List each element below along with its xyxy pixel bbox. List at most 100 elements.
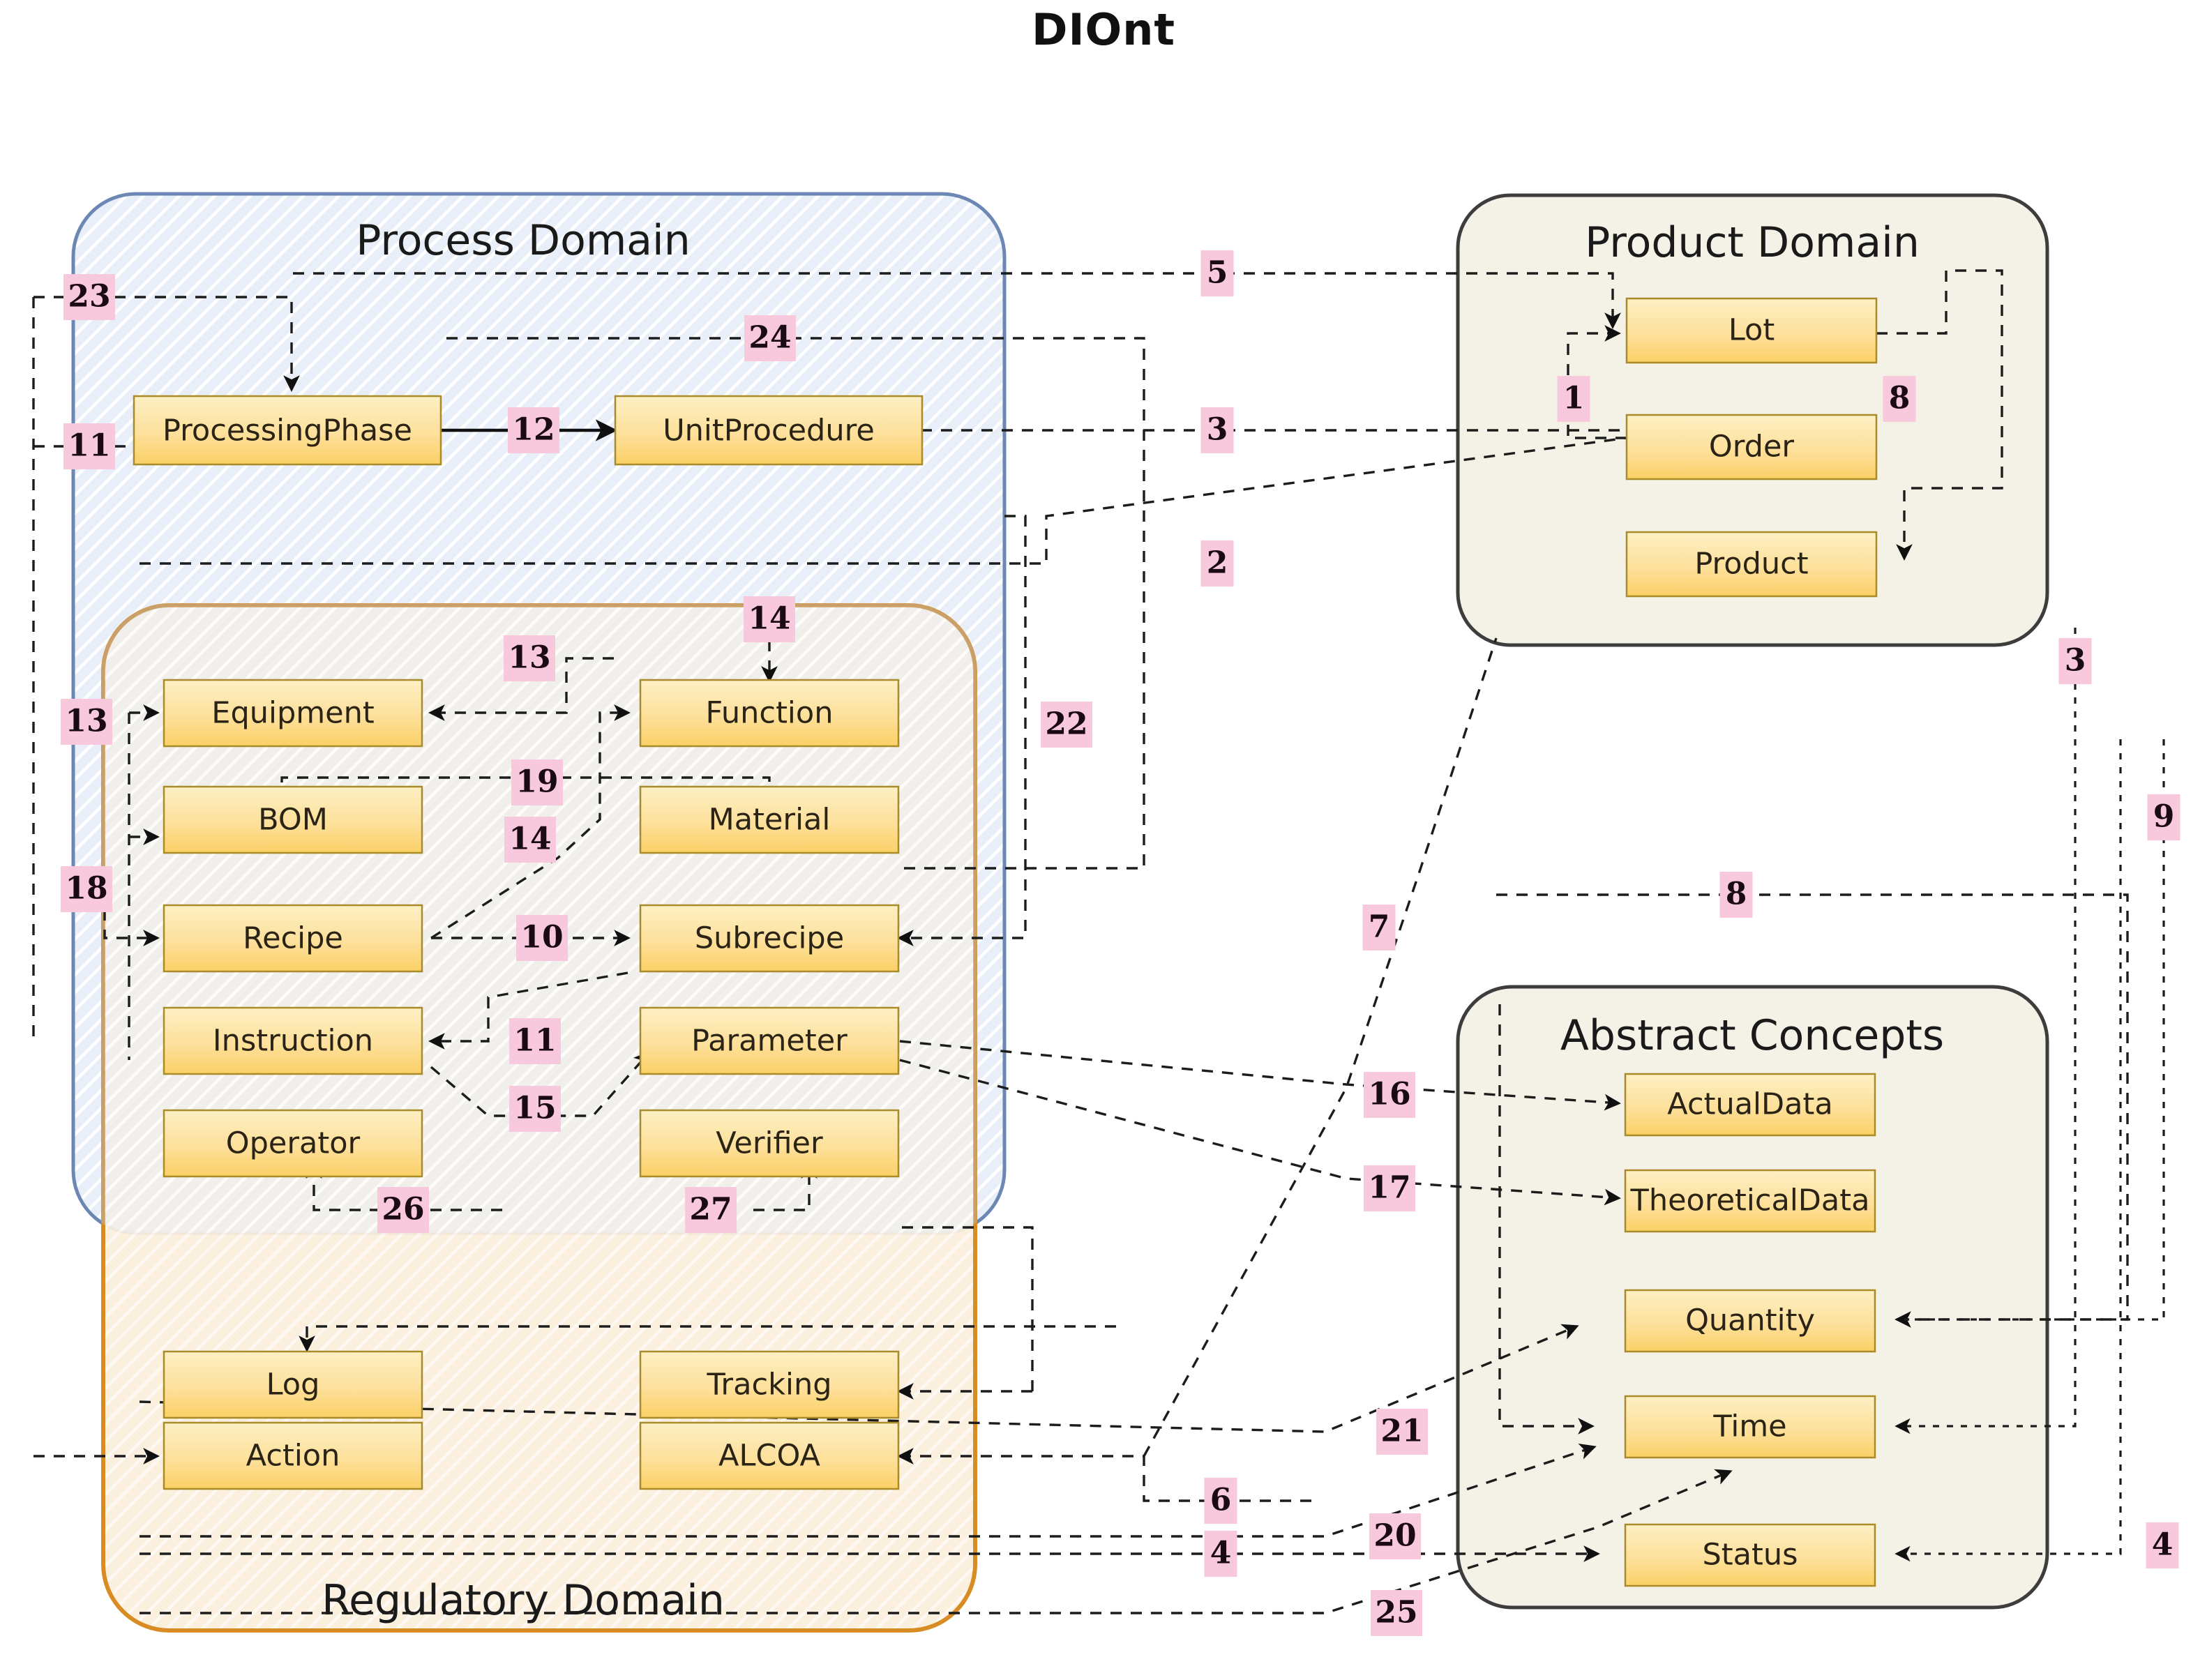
node-ALCOA[interactable]: ALCOA [639, 1421, 900, 1490]
edge-number-bg [1371, 1590, 1422, 1636]
edge-number-bg [61, 699, 112, 745]
edge-number-text: 8 [1726, 877, 1747, 912]
edge-number-badge: 5 [1200, 250, 1234, 296]
node-label: BOM [258, 803, 328, 838]
node-Status[interactable]: Status [1624, 1523, 1876, 1587]
edge-number-badge: 19 [511, 759, 563, 805]
edge-number-bg [1200, 407, 1234, 453]
edge-number-badge: 4 [1204, 1531, 1237, 1577]
node-BOM[interactable]: BOM [163, 785, 423, 854]
edge-2 [140, 437, 1627, 565]
edge-number-text: 10 [520, 920, 563, 955]
edge-number-text: 4 [2152, 1527, 2174, 1563]
edge-number-text: 19 [515, 764, 558, 800]
node-label: Parameter [691, 1024, 848, 1059]
node-Material[interactable]: Material [639, 785, 900, 854]
edge-number-bg [1364, 1072, 1415, 1118]
edge-14b [430, 704, 631, 939]
node-Parameter[interactable]: Parameter [639, 1006, 900, 1075]
node-label: Log [266, 1368, 320, 1402]
edge-number-badge: 10 [516, 915, 568, 961]
edge-number-badge: 20 [1369, 1513, 1421, 1559]
node-Subrecipe[interactable]: Subrecipe [639, 904, 900, 973]
node-Time[interactable]: Time [1624, 1395, 1876, 1459]
edge-4-right [1895, 739, 2122, 1562]
page-title: DIOnt [1031, 4, 1175, 55]
edge-number-bg [63, 423, 115, 469]
edge-number-bg [744, 315, 796, 361]
node-label: ALCOA [718, 1439, 820, 1474]
node-label: Operator [226, 1126, 361, 1161]
node-label: ActualData [1667, 1087, 1832, 1122]
node-Product[interactable]: Product [1625, 531, 1878, 598]
edge-number-text: 3 [1207, 412, 1228, 448]
node-label: Lot [1728, 313, 1775, 348]
edge-number-bg [1200, 250, 1234, 296]
node-Lot[interactable]: Lot [1625, 297, 1878, 364]
edge-number-badge: 8 [1719, 872, 1753, 918]
node-label: UnitProcedure [663, 414, 875, 448]
edge-number-bg [1364, 1165, 1415, 1211]
edge-25 [140, 1469, 1733, 1614]
node-Equipment[interactable]: Equipment [163, 679, 423, 748]
node-Log[interactable]: Log [163, 1350, 423, 1419]
edge-into-log [299, 1325, 1116, 1352]
node-ActualData[interactable]: ActualData [1624, 1073, 1876, 1137]
edge-number-bg [685, 1187, 737, 1233]
node-Quantity[interactable]: Quantity [1624, 1289, 1876, 1353]
edge-number-bg [504, 635, 555, 681]
node-label: Instruction [213, 1024, 373, 1059]
node-Verifier[interactable]: Verifier [639, 1109, 900, 1178]
edge-number-bg [511, 759, 563, 805]
edge-number-bg [377, 1187, 429, 1233]
edge-22 [897, 515, 1027, 946]
edge-number-text: 3 [2065, 643, 2086, 679]
edge-18b [103, 889, 160, 946]
edge-number-badge: 15 [509, 1086, 561, 1132]
edge-number-bg [1369, 1513, 1421, 1559]
node-label: Quantity [1685, 1303, 1815, 1338]
edge-5 [293, 272, 1621, 329]
node-TheoreticalData[interactable]: TheoreticalData [1624, 1169, 1876, 1233]
edge-number-badge: 27 [685, 1187, 737, 1233]
edge-number-bg [1204, 1531, 1237, 1577]
node-Function[interactable]: Function [639, 679, 900, 748]
edge-number-badge: 11 [63, 423, 115, 469]
edge-number-badge: 6 [1204, 1478, 1237, 1524]
edge-number-badge: 3 [2058, 638, 2092, 684]
edge-number-badge: 13 [61, 699, 112, 745]
node-Operator[interactable]: Operator [163, 1109, 423, 1178]
edge-number-text: 7 [1369, 909, 1390, 945]
node-UnitProcedure[interactable]: UnitProcedure [614, 395, 924, 466]
edge-number-badge: 25 [1371, 1590, 1422, 1636]
edge-number-bg [1362, 905, 1396, 951]
domain-label-product: Product Domain [1585, 218, 1920, 267]
domain-label-abstract: Abstract Concepts [1560, 1011, 1944, 1060]
edge-number-text: 5 [1207, 255, 1228, 291]
edge-number-text: 25 [1375, 1595, 1417, 1630]
node-Instruction[interactable]: Instruction [163, 1006, 423, 1075]
node-ProcessingPhase[interactable]: ProcessingPhase [133, 395, 442, 466]
edge-number-text: 11 [513, 1023, 556, 1059]
edge-number-badge: 23 [63, 274, 115, 320]
edge-number-bg [1883, 376, 1916, 422]
edge-number-badge: 26 [377, 1187, 429, 1233]
edge-9 [1904, 739, 2165, 1321]
edge-number-text: 27 [689, 1192, 732, 1227]
node-Tracking[interactable]: Tracking [639, 1350, 900, 1419]
edge-number-text: 16 [1368, 1077, 1410, 1112]
edge-number-badge: 14 [744, 596, 795, 642]
edge-number-text: 14 [509, 822, 551, 857]
edge-number-bg [2147, 794, 2180, 840]
node-Action[interactable]: Action [163, 1421, 423, 1490]
node-Recipe[interactable]: Recipe [163, 904, 423, 973]
edge-number-text: 13 [508, 640, 550, 676]
edge-number-badge: 12 [508, 407, 559, 453]
edge-21 [139, 1324, 1579, 1433]
edge-number-badge: 8 [1883, 376, 1916, 422]
edge-number-badge: 16 [1364, 1072, 1415, 1118]
node-Order[interactable]: Order [1625, 414, 1878, 480]
